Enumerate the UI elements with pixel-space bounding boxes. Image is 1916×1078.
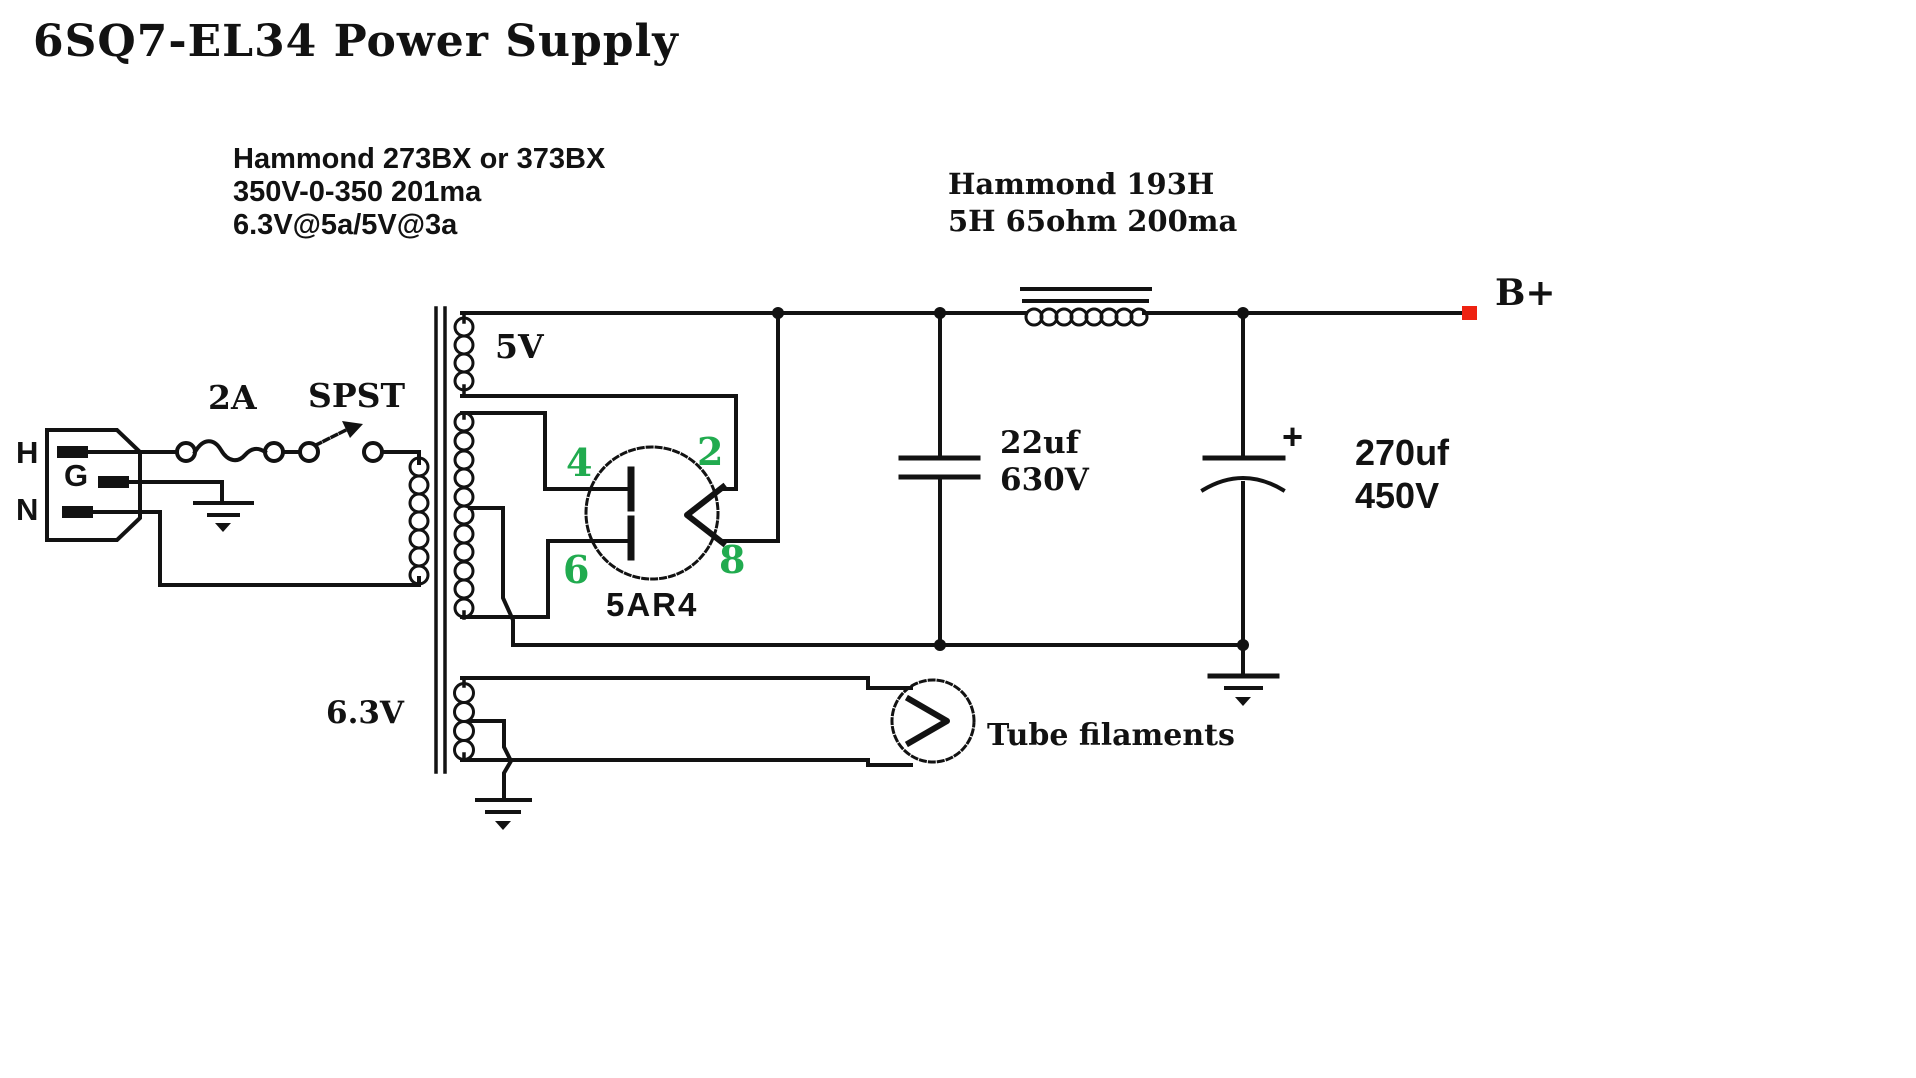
choke-label-2: 5H 65ohm 200ma	[948, 204, 1238, 238]
tube-pin-6-label: 6	[563, 547, 590, 592]
plug-label-neutral: N	[16, 492, 39, 527]
cap-22uf-icon	[898, 311, 981, 647]
filament-chevron-icon	[904, 694, 950, 748]
winding-hv-icon	[453, 411, 475, 620]
ground-icon	[495, 821, 511, 830]
page-title: 6SQ7-EL34 Power Supply	[33, 16, 679, 67]
tube-name-label: 5AR4	[606, 586, 699, 623]
tube-wiring	[460, 311, 780, 619]
tube-envelope-icon	[584, 445, 720, 581]
winding-5v-label: 5V	[495, 327, 544, 366]
ac-plug-icon	[45, 428, 142, 542]
filament-circuit	[460, 676, 976, 767]
winding-6v3-label: 6.3V	[326, 695, 404, 731]
transformer-core-icon	[434, 306, 447, 774]
fuse-label: 2A	[208, 378, 257, 417]
choke-label-1: Hammond 193H	[948, 167, 1215, 201]
transformer-label-3: 6.3V@5a/5V@3a	[233, 209, 458, 241]
switch-arrowhead-icon	[342, 421, 363, 438]
bplus-terminal-icon	[1462, 306, 1477, 320]
cap2-value-label: 270uf	[1355, 432, 1450, 473]
ground-icon	[215, 523, 231, 532]
fuse-icon	[192, 439, 268, 463]
ground-bus	[468, 506, 1280, 706]
wire-hv-to-pin4	[460, 411, 628, 491]
wire-5v-to-pin2	[460, 394, 738, 491]
cathode-icon	[684, 482, 728, 548]
winding-5v-icon	[453, 312, 475, 398]
bplus-label: B+	[1495, 272, 1556, 314]
switch-label: SPST	[308, 376, 406, 415]
plug-pin-ground	[98, 476, 129, 488]
switch-terminal-left	[298, 441, 320, 463]
tube-pin-2-label: 2	[697, 429, 724, 474]
transformer-label-2: 350V-0-350 201ma	[233, 176, 482, 208]
cap2-voltage-label: 450V	[1355, 475, 1440, 516]
plug-label-hot: H	[16, 435, 39, 470]
primary-winding-icon	[408, 456, 430, 586]
cap1-value-label: 22uf	[1000, 425, 1080, 461]
choke-icon	[1020, 287, 1152, 327]
heater-center-tap-ground	[468, 719, 532, 830]
filament-lamp-icon	[890, 678, 976, 764]
mains-hot-path	[86, 421, 421, 465]
transformer-label-1: Hammond 273BX or 373BX	[233, 143, 606, 175]
cap2-polarity-label: +	[1282, 416, 1304, 457]
fuse-terminal-right	[263, 441, 285, 463]
tube-pin-8-label: 8	[719, 537, 746, 582]
tube-pin-4-label: 4	[566, 440, 593, 485]
cap-270uf-icon	[1200, 311, 1286, 647]
tube-filaments-label: Tube filaments	[987, 718, 1235, 753]
mains-neutral-path	[92, 510, 421, 587]
safety-ground-path	[126, 480, 254, 532]
fuse-terminal-left	[175, 441, 197, 463]
cap1-voltage-label: 630V	[1000, 462, 1089, 498]
plug-label-ground: G	[64, 458, 89, 493]
wire-pin8-to-rail	[720, 311, 780, 543]
wire-hv-center-tap	[468, 506, 515, 647]
plug-pin-neutral	[62, 506, 93, 518]
junction-dots	[772, 307, 1249, 651]
plug-pin-hot	[57, 446, 88, 458]
switch-arm-icon	[313, 426, 351, 448]
wire-hv-to-pin6	[460, 539, 628, 619]
rectifier-tube-icon	[584, 445, 728, 581]
ground-icon	[1235, 697, 1251, 706]
switch-terminal-right	[362, 441, 384, 463]
